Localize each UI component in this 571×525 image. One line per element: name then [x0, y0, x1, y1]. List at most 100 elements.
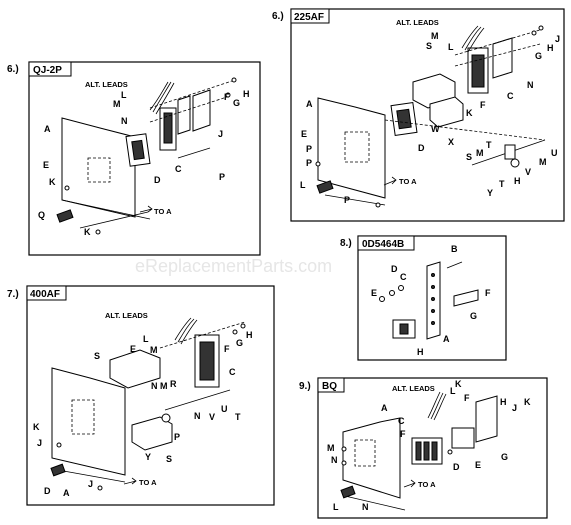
screw-p [315, 161, 321, 167]
panel-0d5464b-title: 0D5464B [362, 239, 404, 250]
to-a-arrow [139, 205, 153, 213]
panel-qj-2p-title: QJ-2P [33, 65, 62, 76]
label-m3: M [539, 157, 547, 167]
panel-400af: 7.) 400AF ALT. LEADS L M E S N M R F G H… [7, 285, 275, 506]
breaker-c-pole [415, 441, 422, 461]
label-d: D [154, 175, 161, 185]
label-s2: S [466, 152, 472, 162]
label-f: F [480, 100, 486, 110]
label-a: A [381, 403, 388, 413]
breaker-c-face [199, 341, 215, 381]
label-n2: N [194, 411, 201, 421]
label-j: J [512, 403, 517, 413]
label-p2: P [306, 158, 312, 168]
screw-j2 [97, 485, 103, 491]
screw-p2 [375, 202, 381, 208]
label-c: C [398, 416, 405, 426]
label-k: K [33, 422, 40, 432]
axle-assembly [164, 389, 231, 411]
label-n: N [331, 455, 338, 465]
screw-k [64, 185, 70, 191]
label-n: N [121, 116, 128, 126]
label-f: F [224, 92, 230, 102]
label-d: D [418, 143, 425, 153]
strip-hole-5 [431, 321, 435, 325]
label-p: P [174, 432, 180, 442]
watermark-text: eReplacementParts.com [135, 256, 332, 276]
bracket-g [475, 395, 498, 443]
assembly-dash [384, 119, 546, 141]
label-h: H [243, 89, 250, 99]
label-h: H [547, 43, 554, 53]
label-d: D [391, 264, 398, 274]
plate-rail [57, 469, 126, 483]
knob-h [510, 158, 520, 168]
label-f: F [464, 393, 470, 403]
strip-hole-1 [431, 273, 435, 277]
to-a-arrow [383, 176, 397, 186]
label-d: D [453, 462, 460, 472]
panel-400af-number: 7.) [7, 289, 19, 300]
panel-bq-title-box [317, 377, 345, 393]
switch-h-face [399, 323, 409, 335]
to-a-arrow [403, 479, 416, 488]
label-k2: K [84, 227, 91, 237]
mounting-plate-a [61, 117, 136, 218]
label-h: H [417, 347, 424, 357]
plate-cutout [344, 131, 370, 163]
label-e: E [43, 160, 49, 170]
to-a-label: TO A [139, 478, 157, 487]
screw-j [538, 25, 544, 31]
lug-block-s2 [131, 416, 173, 451]
to-a-label: TO A [418, 480, 436, 489]
label-s: S [94, 351, 100, 361]
panel-400af-title: 400AF [30, 289, 60, 300]
washer-d [389, 290, 395, 296]
label-g: G [470, 311, 477, 321]
plate-cutout [354, 439, 376, 467]
mounting-plate-a [51, 367, 126, 476]
screw-h [240, 323, 246, 329]
label-l: L [450, 386, 456, 396]
label-n2: N [362, 502, 369, 512]
screw-n [341, 460, 347, 466]
panel-225af-title-box [290, 8, 330, 24]
alt-leads-label: ALT. LEADS [85, 80, 128, 89]
plate-rail [61, 199, 151, 220]
panel-400af-title-box [26, 285, 67, 301]
plate-j [192, 89, 211, 132]
breaker-c-pole3 [431, 441, 438, 461]
label-c: C [175, 164, 182, 174]
plate-cutout [87, 157, 111, 183]
label-l2: L [300, 180, 306, 190]
panel-bq: 9.) BQ ALT. LEADS A L K F H J K C F M N … [299, 377, 548, 519]
label-j: J [37, 438, 42, 448]
label-l: L [143, 334, 149, 344]
terminal-block-e [451, 427, 475, 449]
lug-block-w [429, 96, 464, 128]
terminal-l [316, 180, 334, 194]
alt-leads-label: ALT. LEADS [392, 384, 435, 393]
label-u: U [221, 404, 228, 414]
label-j: J [218, 129, 223, 139]
screw-g [232, 329, 238, 335]
panel-bq-number: 9.) [299, 381, 311, 392]
label-g: G [236, 338, 243, 348]
plate-f [177, 95, 191, 135]
label-t: T [235, 412, 241, 422]
panel-qj-2p-number: 6.) [7, 64, 19, 75]
terminal-q [56, 209, 74, 223]
to-a-arrow [123, 477, 137, 485]
alt-leads-wires [461, 25, 485, 53]
panel-qj-2p-title-box [28, 61, 72, 77]
label-f2: F [400, 429, 406, 439]
label-m2: M [476, 148, 484, 158]
panel-225af-number: 6.) [272, 11, 284, 22]
label-j2: J [88, 479, 93, 489]
label-b: B [451, 244, 458, 254]
label-m2: M [160, 381, 168, 391]
label-c: C [400, 272, 407, 282]
label-g: G [501, 452, 508, 462]
label-m: M [327, 443, 335, 453]
terminal-l [340, 485, 356, 499]
